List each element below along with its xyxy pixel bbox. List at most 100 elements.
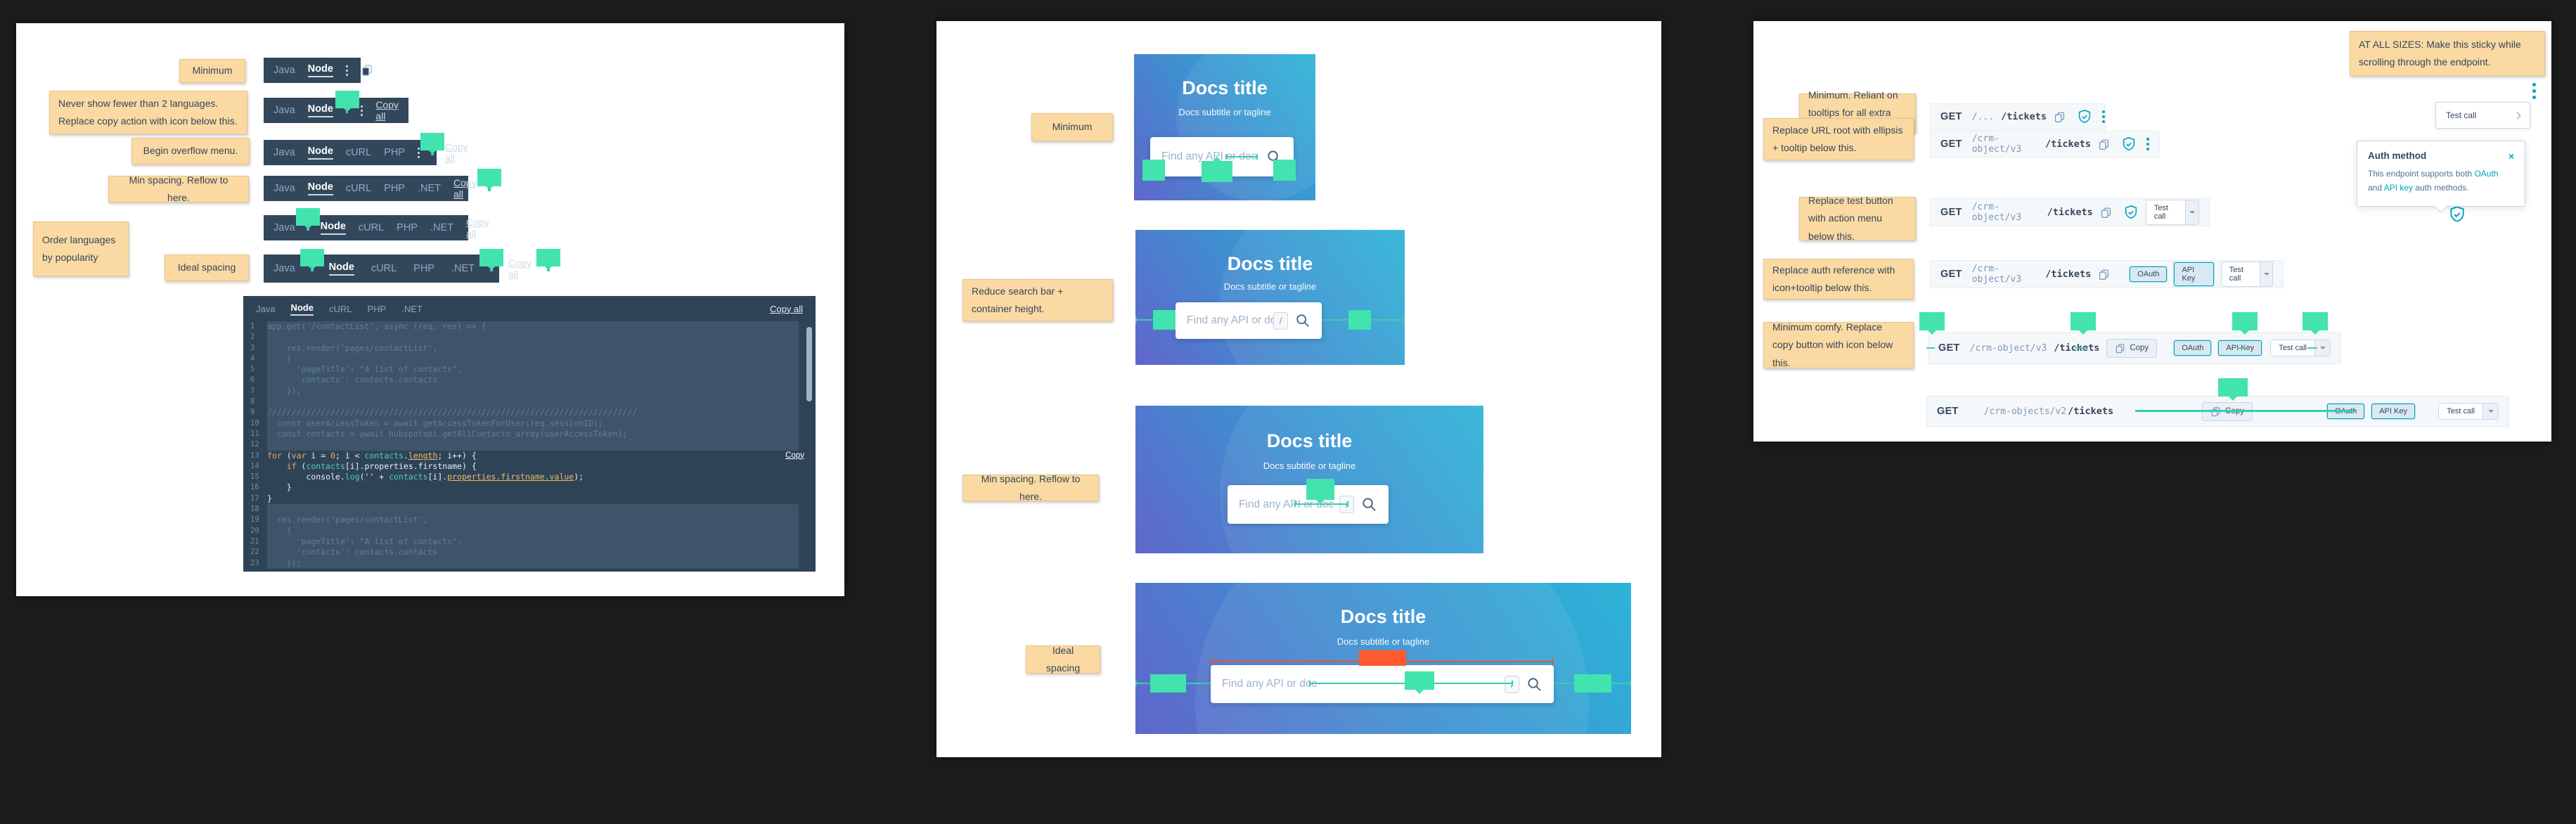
tab-.net[interactable]: .NET: [430, 222, 454, 233]
search-icon[interactable]: [1361, 496, 1377, 513]
line-number: 2: [250, 333, 255, 342]
docs-title: Docs title: [1266, 430, 1353, 451]
sticky-note: Ideal spacing: [165, 255, 249, 281]
tab-php[interactable]: PHP: [397, 222, 418, 233]
search-input[interactable]: Find any API or doc /: [1211, 665, 1554, 703]
close-icon[interactable]: ×: [2508, 150, 2514, 162]
docs-subtitle: Docs subtitle or tagline: [1178, 107, 1271, 117]
tab-node[interactable]: Node: [307, 146, 333, 160]
code-tab-java[interactable]: Java: [256, 303, 276, 314]
docs-hero-card-min-spacing: Docs title Docs subtitle or tagline Find…: [1135, 406, 1483, 553]
endpoint-row-minimum: GET /... /tickets: [1930, 103, 2106, 130]
code-line: 21 'pageTitle': "A list of contacts",: [243, 536, 816, 548]
kebab-menu-icon[interactable]: [2146, 138, 2149, 150]
oauth-badge[interactable]: OAuth: [2174, 340, 2212, 356]
tab-php[interactable]: PHP: [384, 147, 405, 158]
sticky-text: Min spacing. Reflow to here.: [129, 174, 228, 203]
tab-curl[interactable]: cURL: [358, 222, 385, 233]
caret-down-icon[interactable]: [2259, 262, 2273, 286]
tab-java[interactable]: Java: [273, 263, 295, 274]
kebab-menu-icon[interactable]: [417, 147, 420, 158]
copy-icon[interactable]: [2054, 111, 2066, 123]
test-call-button[interactable]: Test call: [2270, 340, 2331, 356]
tab-node[interactable]: Node: [328, 262, 354, 276]
sticky-text: Minimum: [1052, 121, 1093, 133]
code-tab-php[interactable]: PHP: [367, 303, 387, 314]
search-input[interactable]: Find any API or doc /: [1176, 302, 1322, 339]
tab-php[interactable]: PHP: [384, 183, 405, 194]
test-call-button[interactable]: Test call: [2438, 403, 2499, 420]
search-icon[interactable]: [1526, 676, 1543, 693]
auth-shield-icon[interactable]: [2121, 136, 2137, 152]
copy-all-link[interactable]: Copy all: [375, 99, 399, 122]
copy-icon[interactable]: [2098, 139, 2110, 150]
tab-java[interactable]: Java: [273, 65, 295, 76]
kebab-menu-icon[interactable]: [2532, 83, 2536, 99]
search-icon[interactable]: [1295, 313, 1310, 328]
code-line: 10 const userAccessToken = await getAcce…: [243, 418, 816, 429]
copy-button[interactable]: Copy: [2106, 338, 2158, 358]
search-placeholder: Find any API or doc: [1239, 498, 1334, 510]
tab-curl[interactable]: cURL: [345, 183, 372, 194]
endpoint-root: /crm-objects/v2: [1983, 406, 2067, 417]
kebab-menu-icon[interactable]: [361, 105, 363, 116]
tab-java[interactable]: Java: [273, 183, 295, 194]
line-number: 15: [250, 472, 259, 482]
code-tab-.net[interactable]: .NET: [401, 303, 423, 314]
tooltip-body: This endpoint supports both OAuth and AP…: [2368, 167, 2514, 195]
tab-node[interactable]: Node: [307, 181, 333, 195]
oauth-link[interactable]: OAuth: [2474, 169, 2499, 179]
auth-shield-icon[interactable]: [2448, 205, 2466, 227]
auth-shield-icon[interactable]: [2123, 205, 2139, 220]
copy-icon[interactable]: [2098, 269, 2110, 281]
oauth-badge[interactable]: OAuth: [2130, 266, 2168, 282]
test-call-menu-item[interactable]: Test call: [2435, 102, 2530, 129]
caret-down-icon[interactable]: [2482, 404, 2498, 419]
tab-curl[interactable]: cURL: [371, 263, 397, 274]
spacing-tick: [1926, 347, 1935, 349]
auth-shield-icon[interactable]: [2077, 109, 2092, 124]
copy-all-link[interactable]: Copy all: [770, 303, 803, 314]
line-number: 21: [250, 536, 259, 546]
copy-all-link[interactable]: Copy all: [444, 141, 468, 164]
tab-node[interactable]: Node: [320, 221, 346, 235]
copy-button-label: Copy: [2130, 344, 2149, 352]
copy-icon[interactable]: [2100, 207, 2112, 219]
kebab-menu-icon[interactable]: [2102, 110, 2106, 123]
kebab-menu-icon[interactable]: [345, 65, 348, 76]
tab-.net[interactable]: .NET: [417, 183, 442, 194]
api-key-link[interactable]: API key: [2383, 182, 2414, 193]
api-key-badge[interactable]: API Key: [2371, 404, 2415, 419]
copy-all-link[interactable]: Copy all: [466, 217, 489, 239]
copy-all-link[interactable]: Copy all: [508, 257, 532, 280]
tab-node[interactable]: Node: [307, 63, 333, 77]
code-line: 3 res.render('pages/contactList',: [243, 342, 816, 354]
test-call-button[interactable]: Test call: [2145, 200, 2199, 225]
code-tab-curl[interactable]: cURL: [328, 303, 352, 314]
tab-java[interactable]: Java: [273, 147, 295, 158]
code-line: 20 {: [243, 525, 816, 536]
line-number: 22: [250, 548, 259, 557]
copy-snippet-link[interactable]: Copy: [785, 451, 804, 460]
scrollbar-thumb[interactable]: [806, 327, 812, 401]
copy-icon[interactable]: [361, 64, 373, 77]
tooltip-text: This endpoint supports both: [2368, 169, 2475, 179]
search-input[interactable]: Find any API or doc: [1150, 137, 1294, 176]
tab-curl[interactable]: cURL: [345, 147, 372, 158]
code-tabbar-gap: Java Node cURL PHP .NET Copy all: [264, 208, 489, 240]
tab-java[interactable]: Java: [273, 222, 295, 233]
test-call-button[interactable]: Test call: [2220, 262, 2274, 287]
api-key-badge[interactable]: API Key: [2174, 262, 2214, 286]
tab-java[interactable]: Java: [273, 105, 295, 116]
sticky-text: Minimum comfy. Replace copy button with …: [1772, 321, 1893, 368]
caret-down-icon[interactable]: [2185, 200, 2198, 224]
tab-node[interactable]: Node: [307, 103, 333, 117]
spacing-marker: [479, 249, 504, 266]
copy-all-link[interactable]: Copy all: [453, 177, 477, 200]
endpoint-root: /crm-object/v3: [1971, 264, 2022, 285]
tab-.net[interactable]: .NET: [451, 263, 475, 274]
code-tab-node[interactable]: Node: [290, 302, 314, 316]
tab-php[interactable]: PHP: [413, 263, 434, 274]
